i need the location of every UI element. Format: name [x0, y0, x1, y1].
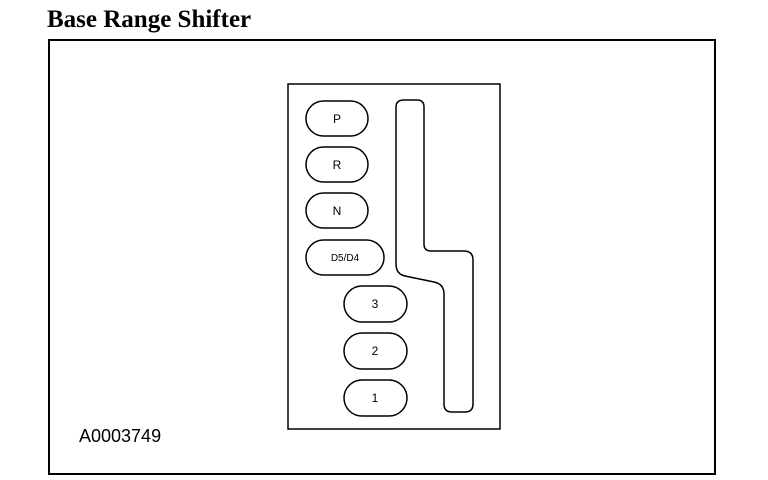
gear-2-label: 2 — [372, 344, 379, 358]
figure-reference-id: A0003749 — [79, 426, 162, 446]
gear-2: 2 — [343, 332, 408, 370]
diagram-frame — [48, 39, 716, 475]
gear-3: 3 — [343, 285, 408, 323]
diagram-title: Base Range Shifter — [47, 6, 252, 33]
gear-1-label: 1 — [372, 391, 379, 405]
shift-gate-slot — [395, 99, 474, 413]
gear-3-label: 3 — [372, 297, 379, 311]
gear-N: N — [305, 192, 369, 229]
gear-D5-D4: D5/D4 — [305, 239, 385, 276]
gear-1: 1 — [343, 379, 408, 417]
gear-R-label: R — [333, 158, 342, 172]
shifter-panel — [287, 83, 501, 430]
gear-N-label: N — [333, 204, 342, 218]
gear-P: P — [305, 100, 369, 137]
gear-P-label: P — [333, 112, 341, 126]
gear-R: R — [305, 146, 369, 183]
gear-D5-D4-label: D5/D4 — [331, 253, 360, 264]
